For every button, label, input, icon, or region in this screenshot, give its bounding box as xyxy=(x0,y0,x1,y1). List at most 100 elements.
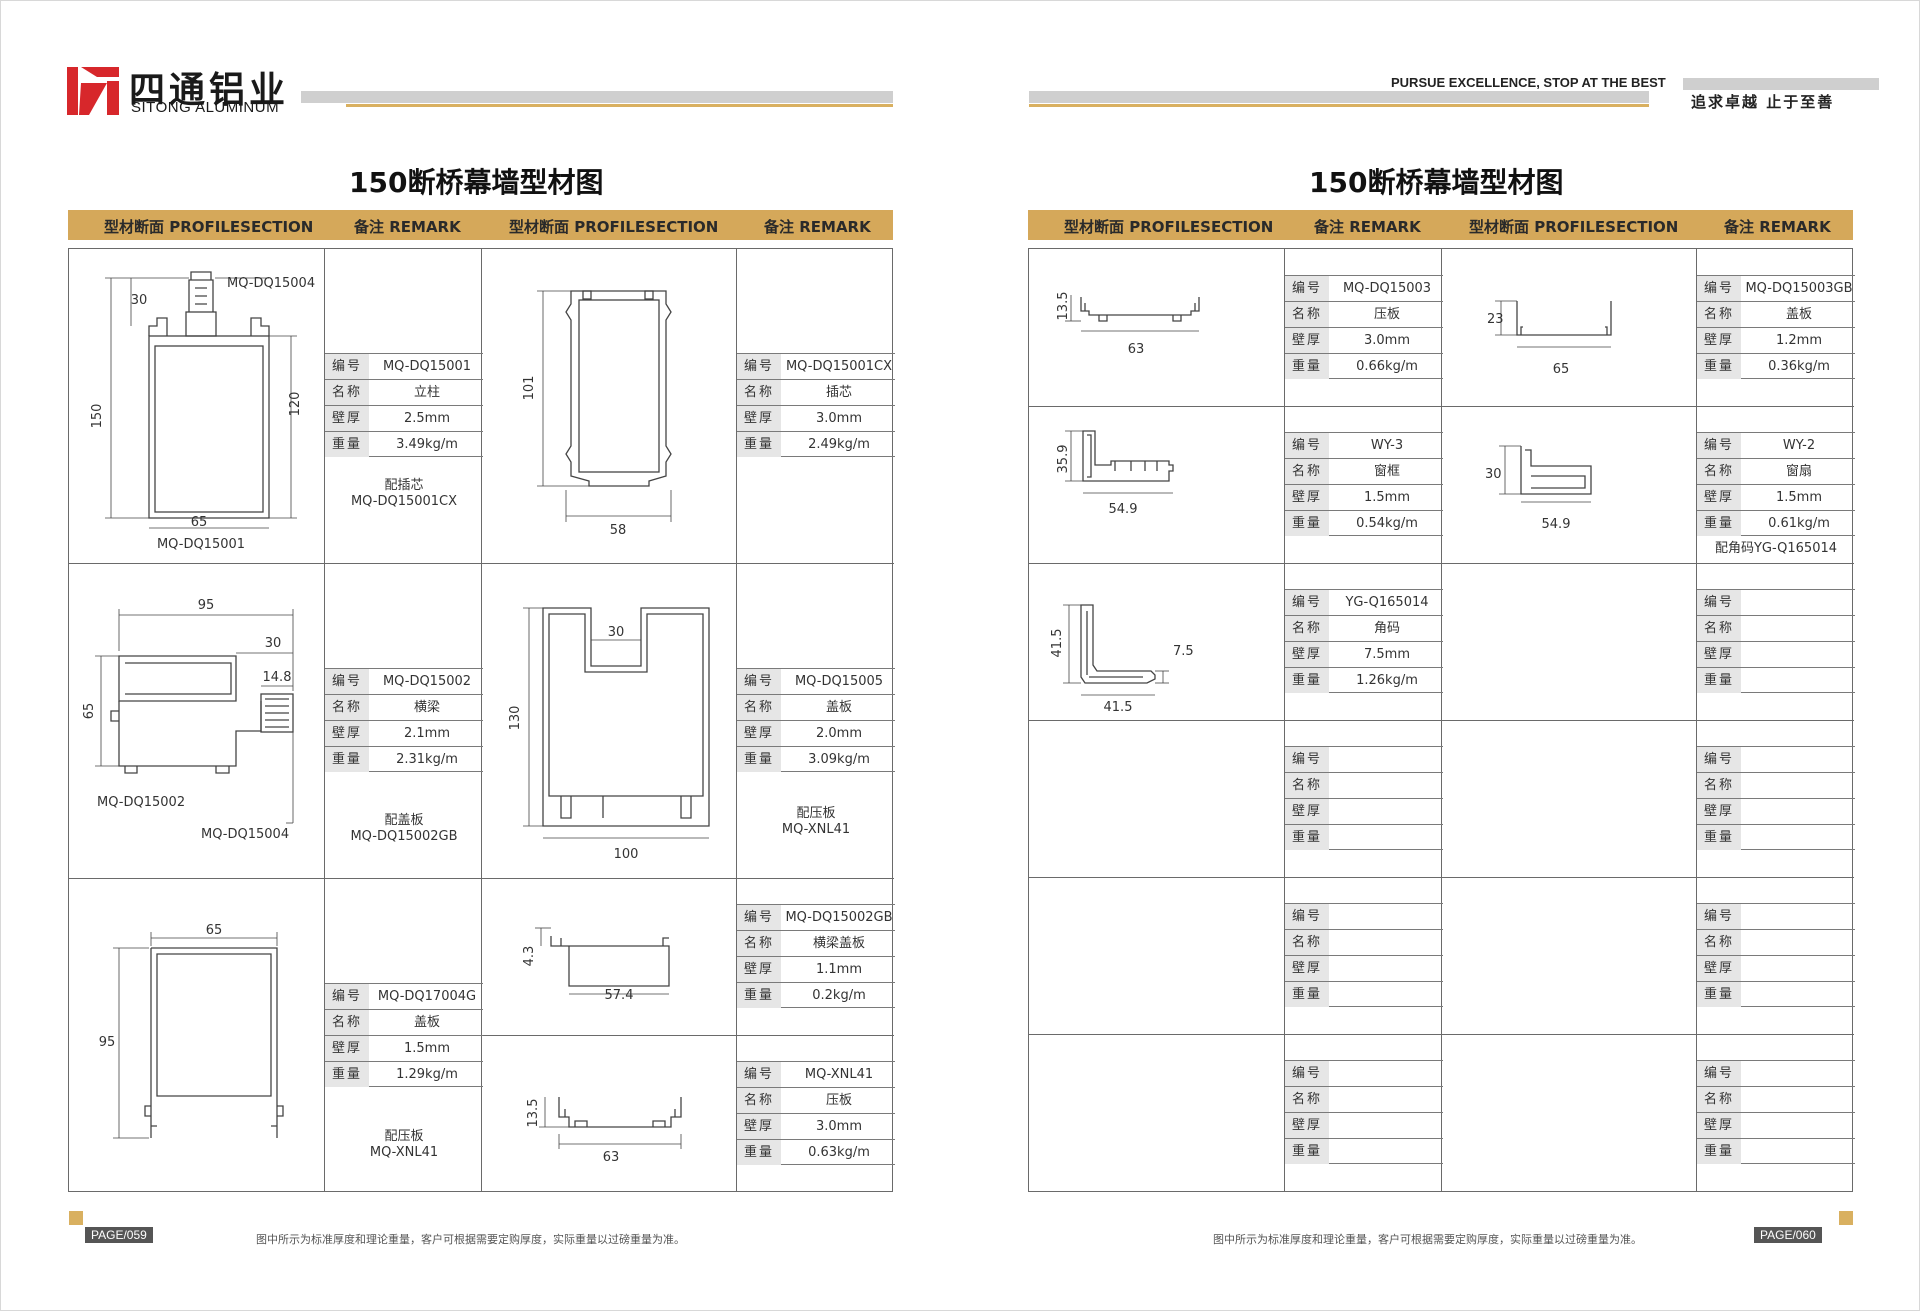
spec-key: 名称 xyxy=(1285,616,1329,641)
spec-key: 壁厚 xyxy=(1697,485,1741,510)
spec-code: WY-3 xyxy=(1370,438,1404,453)
header-bar xyxy=(301,91,893,103)
spec-key: 壁厚 xyxy=(737,721,781,746)
spec-key: 壁厚 xyxy=(1285,799,1329,824)
table-header: 型材断面 PROFILESECTION 备注 REMARK 型材断面 PROFI… xyxy=(68,210,893,240)
spec-key: 名称 xyxy=(737,1088,781,1113)
spec-key: 名称 xyxy=(1285,930,1329,955)
remark-line-1: 配盖板 xyxy=(384,813,424,828)
spec-name: 立柱 xyxy=(413,385,440,400)
spec-key: 壁厚 xyxy=(737,406,781,431)
spec-name: 压板 xyxy=(825,1093,852,1108)
spec-name: 窗框 xyxy=(1373,464,1400,479)
spec-name: 盖板 xyxy=(413,1015,440,1030)
header-gold-line xyxy=(346,104,893,107)
spec-wall: 3.0mm xyxy=(815,1119,862,1134)
spec-name: 盖板 xyxy=(825,700,852,715)
spec-key: 编号 xyxy=(1285,433,1329,458)
footnote: 图中所示为标准厚度和理论重量，客户可根据需要定购厚度，实际重量以过磅重量为准。 xyxy=(1213,1233,1642,1246)
spec-name: 盖板 xyxy=(1785,307,1812,322)
spec-key: 重量 xyxy=(737,983,781,1008)
dim-width: 57.4 xyxy=(605,988,634,1003)
dim-width: 65 xyxy=(1553,362,1570,377)
remark-note: 配压板 MQ-XNL41 xyxy=(737,806,895,838)
col-header-remark: 备注 REMARK xyxy=(764,218,871,236)
spec-code: MQ-DQ15001CX xyxy=(785,359,893,374)
spec-key: 名称 xyxy=(1285,302,1329,327)
dim-height: 150 xyxy=(90,404,105,429)
spec-key: 编号 xyxy=(737,354,781,379)
spec-value-empty xyxy=(1743,642,1855,667)
page-right: PURSUE EXCELLENCE, STOP AT THE BEST 追求卓越… xyxy=(961,1,1921,1312)
spec-value-empty xyxy=(1743,1113,1855,1138)
spec-name: 插芯 xyxy=(825,385,852,400)
grid-line xyxy=(1029,563,1854,564)
part-label: MQ-DQ15001 xyxy=(157,537,245,552)
spec-table-empty: 编号 名称 壁厚 重量 xyxy=(1285,903,1443,1007)
spec-code: YG-Q165014 xyxy=(1345,595,1429,610)
page-number: PAGE/060 xyxy=(1754,1227,1822,1243)
spec-key: 编号 xyxy=(1697,1061,1741,1086)
remark-line-2: MQ-DQ15001CX xyxy=(350,494,458,509)
page-title: 150断桥幕墙型材图 xyxy=(1309,166,1564,199)
dim-top: 30 xyxy=(608,625,625,640)
dim-width: 41.5 xyxy=(1104,700,1133,715)
spec-weight: 1.29kg/m xyxy=(396,1067,458,1082)
profile-drawing-mq-dq15005: 130 100 30 xyxy=(508,607,710,862)
spec-key: 编号 xyxy=(1285,590,1329,615)
spec-wall: 1.1mm xyxy=(815,962,862,977)
spec-value-empty xyxy=(1331,1087,1443,1112)
spec-weight: 0.36kg/m xyxy=(1768,359,1830,374)
spec-key: 壁厚 xyxy=(1697,956,1741,981)
spec-value-empty xyxy=(1743,799,1855,824)
col-header-section: 型材断面 PROFILESECTION xyxy=(104,218,314,236)
spec-key: 重量 xyxy=(1285,982,1329,1007)
dim-height: 4.3 xyxy=(522,946,537,967)
grid-line xyxy=(1029,720,1854,721)
dim-height-2: 120 xyxy=(288,392,303,417)
spec-key: 编号 xyxy=(737,905,781,930)
spec-value-empty xyxy=(1743,773,1855,798)
brand-name-cn: 四通铝业 xyxy=(129,70,290,111)
spec-value-empty xyxy=(1331,747,1443,772)
spec-key: 壁厚 xyxy=(325,406,369,431)
spec-wall: 1.5mm xyxy=(1775,490,1822,505)
spec-code: MQ-XNL41 xyxy=(804,1067,874,1082)
dim-height: 13.5 xyxy=(1056,292,1071,321)
spec-value-empty xyxy=(1331,1061,1443,1086)
spec-weight: 2.49kg/m xyxy=(808,437,870,452)
spec-code: MQ-DQ15002 xyxy=(382,674,472,689)
spec-key: 重量 xyxy=(1697,511,1741,536)
spec-code: MQ-DQ17004G xyxy=(377,989,477,1004)
spec-name: 窗扇 xyxy=(1785,464,1812,479)
spec-key: 名称 xyxy=(1697,1087,1741,1112)
spec-code: MQ-DQ15001 xyxy=(382,359,472,374)
spec-key: 壁厚 xyxy=(1697,328,1741,353)
dim-width: 63 xyxy=(603,1150,620,1165)
spec-key: 壁厚 xyxy=(1697,642,1741,667)
spec-key: 名称 xyxy=(1697,773,1741,798)
spec-key: 壁厚 xyxy=(1697,799,1741,824)
spec-key: 编号 xyxy=(1697,747,1741,772)
dim-height: 101 xyxy=(522,376,537,401)
brand-name-en: SITONG ALUMINUM xyxy=(131,99,280,116)
spec-key: 编号 xyxy=(1697,590,1741,615)
spec-key: 编号 xyxy=(1285,904,1329,929)
header-bar xyxy=(1029,91,1649,103)
spec-weight: 3.09kg/m xyxy=(808,752,870,767)
spec-key: 编号 xyxy=(1285,747,1329,772)
spec-value-empty xyxy=(1743,616,1855,641)
remark-line-1: 配压板 xyxy=(796,806,836,821)
profile-grid xyxy=(1028,248,1854,1192)
spec-key: 重量 xyxy=(325,747,369,772)
spec-weight: 0.63kg/m xyxy=(808,1145,870,1160)
header-gold-line xyxy=(1029,104,1649,107)
